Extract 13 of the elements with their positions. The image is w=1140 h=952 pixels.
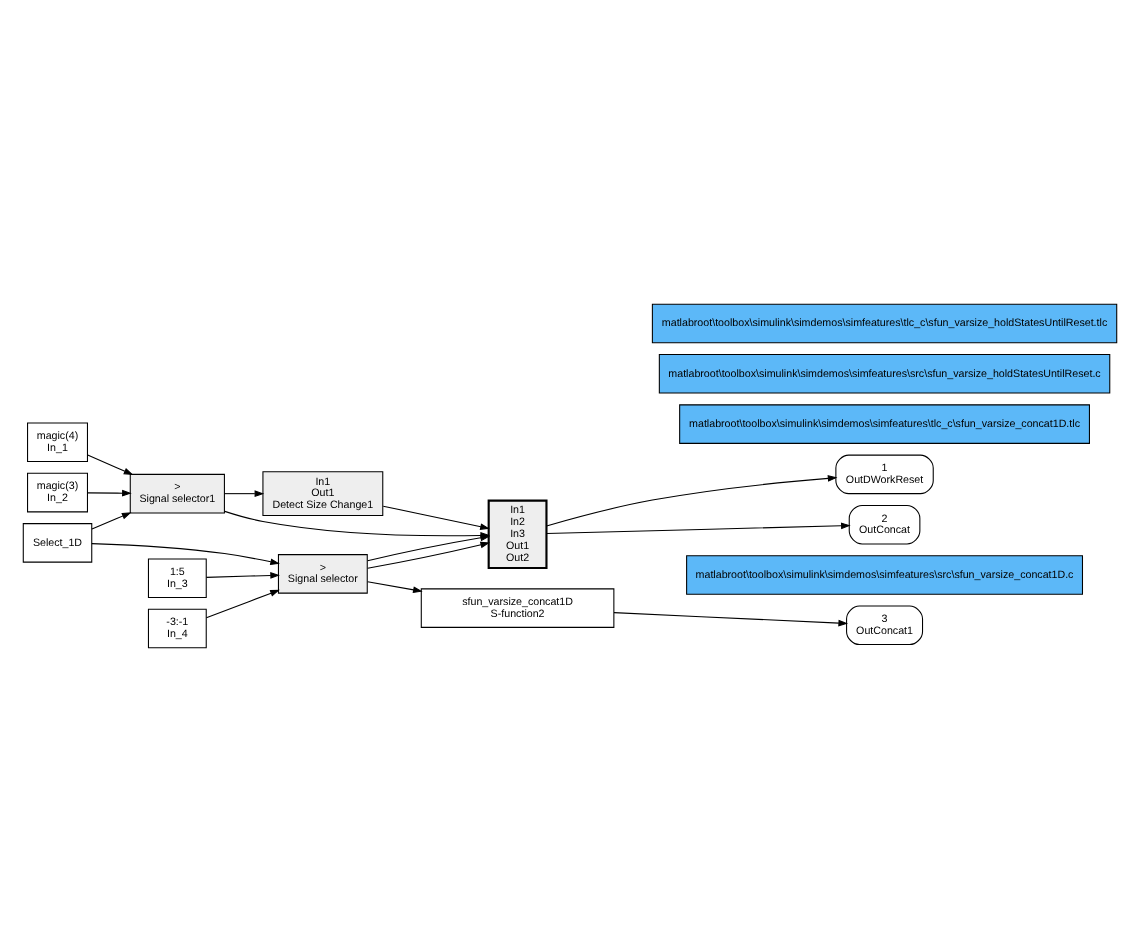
arrow bbox=[87, 489, 132, 497]
arrow bbox=[546, 522, 851, 535]
arrow bbox=[367, 581, 423, 594]
arrow bbox=[613, 612, 849, 627]
arrow bbox=[91, 512, 132, 530]
arrow bbox=[546, 475, 838, 527]
arrow bbox=[382, 505, 490, 530]
arrow bbox=[205, 572, 280, 579]
arrow bbox=[367, 541, 491, 569]
arrow bbox=[224, 490, 265, 498]
arrow bbox=[205, 589, 280, 619]
arrow bbox=[91, 543, 280, 566]
arrow bbox=[87, 454, 134, 475]
